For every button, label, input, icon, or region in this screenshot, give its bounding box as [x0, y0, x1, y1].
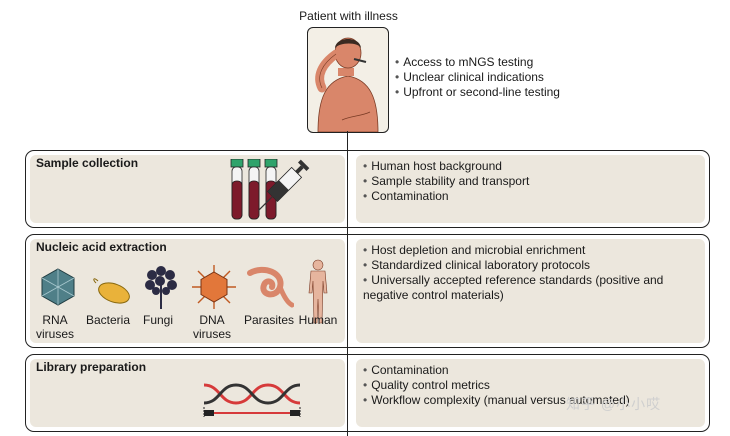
- library-preparation-bullets: Contamination Quality control metrics Wo…: [363, 363, 630, 408]
- organism-label: Bacteria: [85, 313, 131, 327]
- list-item: Access to mNGS testing: [395, 55, 560, 70]
- rna-virus-icon: [41, 268, 75, 306]
- list-item: Standardized clinical laboratory protoco…: [363, 258, 693, 273]
- organism-label: Parasites: [243, 313, 295, 327]
- blood-tubes-syringe-icon: [230, 159, 310, 220]
- sample-collection-panel: Sample collection Human host background …: [25, 150, 710, 228]
- panel-title: Nucleic acid extraction: [36, 240, 167, 254]
- nucleic-acid-extraction-bullets: Host depletion and microbial enrichment …: [363, 243, 693, 303]
- fungi-icon: [145, 266, 177, 309]
- dna-virus-icon: [192, 265, 236, 309]
- bacteria-icon: [93, 278, 130, 304]
- panel-title: Sample collection: [36, 156, 139, 170]
- organism-label: Fungi: [142, 313, 174, 327]
- patient-illustration: [307, 27, 389, 133]
- sample-collection-bullets: Human host background Sample stability a…: [363, 159, 529, 204]
- list-item: Contamination: [363, 189, 529, 204]
- nucleic-acid-extraction-panel: Nucleic acid extraction RNA viruses: [25, 234, 710, 348]
- list-item: Universally accepted reference standards…: [363, 273, 693, 303]
- organism-label: Human: [298, 313, 338, 327]
- list-item: Host depletion and microbial enrichment: [363, 243, 693, 258]
- patient-icon: [315, 37, 379, 132]
- list-item: Unclear clinical indications: [395, 70, 560, 85]
- list-item: Contamination: [363, 363, 630, 378]
- parasite-icon: [247, 266, 294, 308]
- watermark: 知乎 @小小哎: [566, 396, 662, 412]
- human-icon: [308, 259, 328, 324]
- patient-bullets: Access to mNGS testing Unclear clinical …: [395, 55, 560, 100]
- list-item: Workflow complexity (manual versus autom…: [363, 393, 630, 408]
- organism-label: DNA viruses: [192, 313, 231, 341]
- organism-label: RNA viruses: [35, 313, 74, 341]
- panel-title: Library preparation: [36, 360, 147, 374]
- patient-title: Patient with illness: [299, 9, 398, 23]
- list-item: Quality control metrics: [363, 378, 630, 393]
- library-preparation-panel: Library preparation Contamination Qualit…: [25, 354, 710, 432]
- dna-library-icon: [203, 383, 301, 417]
- flow-connector-line: [347, 131, 348, 436]
- list-item: Upfront or second-line testing: [395, 85, 560, 100]
- list-item: Sample stability and transport: [363, 174, 529, 189]
- list-item: Human host background: [363, 159, 529, 174]
